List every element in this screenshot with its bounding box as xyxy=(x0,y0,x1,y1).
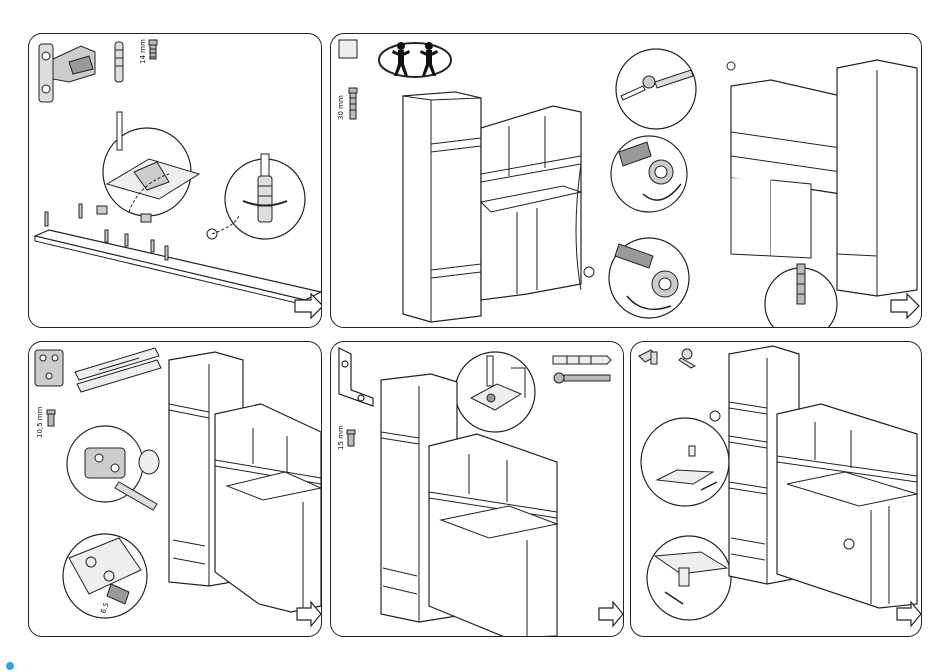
step-3-panel: 10,5 mm 6.5 xyxy=(28,341,322,637)
bracket-icon xyxy=(339,348,373,406)
screw-length-label: 14 mm xyxy=(139,39,147,64)
screw-length-label: 15 mm xyxy=(337,425,345,450)
page-marker xyxy=(6,662,14,670)
next-arrow-icon xyxy=(891,294,919,318)
dowel-icon xyxy=(115,42,123,82)
screw-icon xyxy=(149,40,157,59)
next-arrow-icon xyxy=(599,602,623,626)
dowel-icon xyxy=(553,356,611,364)
drawer-slide-icon xyxy=(75,348,161,392)
screw-icon xyxy=(554,373,610,383)
two-person-icon xyxy=(379,42,451,77)
screw-length-label: 30 mm xyxy=(337,95,345,120)
step-4-panel: 15 mm xyxy=(330,341,624,637)
screw-length-label: 10,5 mm xyxy=(36,406,44,438)
hinge-icon xyxy=(39,44,95,102)
step-1-panel: 14 mm xyxy=(28,33,322,328)
step-2-panel: 30 mm xyxy=(330,33,922,328)
bracket-icon xyxy=(35,350,63,386)
step-5-panel xyxy=(630,341,922,637)
